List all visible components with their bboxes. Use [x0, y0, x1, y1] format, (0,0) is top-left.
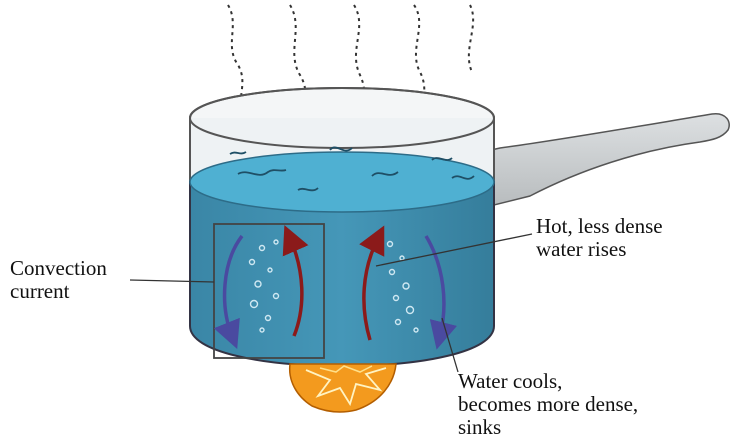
label-line: current: [10, 279, 70, 303]
label-line: Hot, less dense: [536, 214, 663, 238]
hot-arrow-right: [359, 225, 385, 341]
label-line: Water cools,: [458, 369, 563, 393]
leader-lines: [129, 233, 533, 373]
pan-handle: [481, 113, 730, 207]
cool-water-label: Water cools, becomes more dense, sinks: [458, 370, 638, 439]
label-line: sinks: [458, 415, 502, 439]
label-line: Convection: [10, 256, 107, 280]
hot-arrow-left: [282, 225, 309, 337]
hot-water-label: Hot, less dense water rises: [536, 215, 663, 261]
convection-current-label: Convection current: [10, 257, 107, 303]
cold-arrow-right: [424, 235, 457, 350]
label-line: becomes more dense,: [458, 392, 639, 416]
surface-ripples: [229, 146, 475, 192]
flame-icon: [288, 363, 397, 413]
label-line: water rises: [536, 237, 627, 261]
bubbles: [248, 239, 419, 333]
water-surface: [189, 151, 495, 213]
convection-current-box: [213, 223, 325, 359]
cold-arrow-left: [213, 234, 244, 350]
